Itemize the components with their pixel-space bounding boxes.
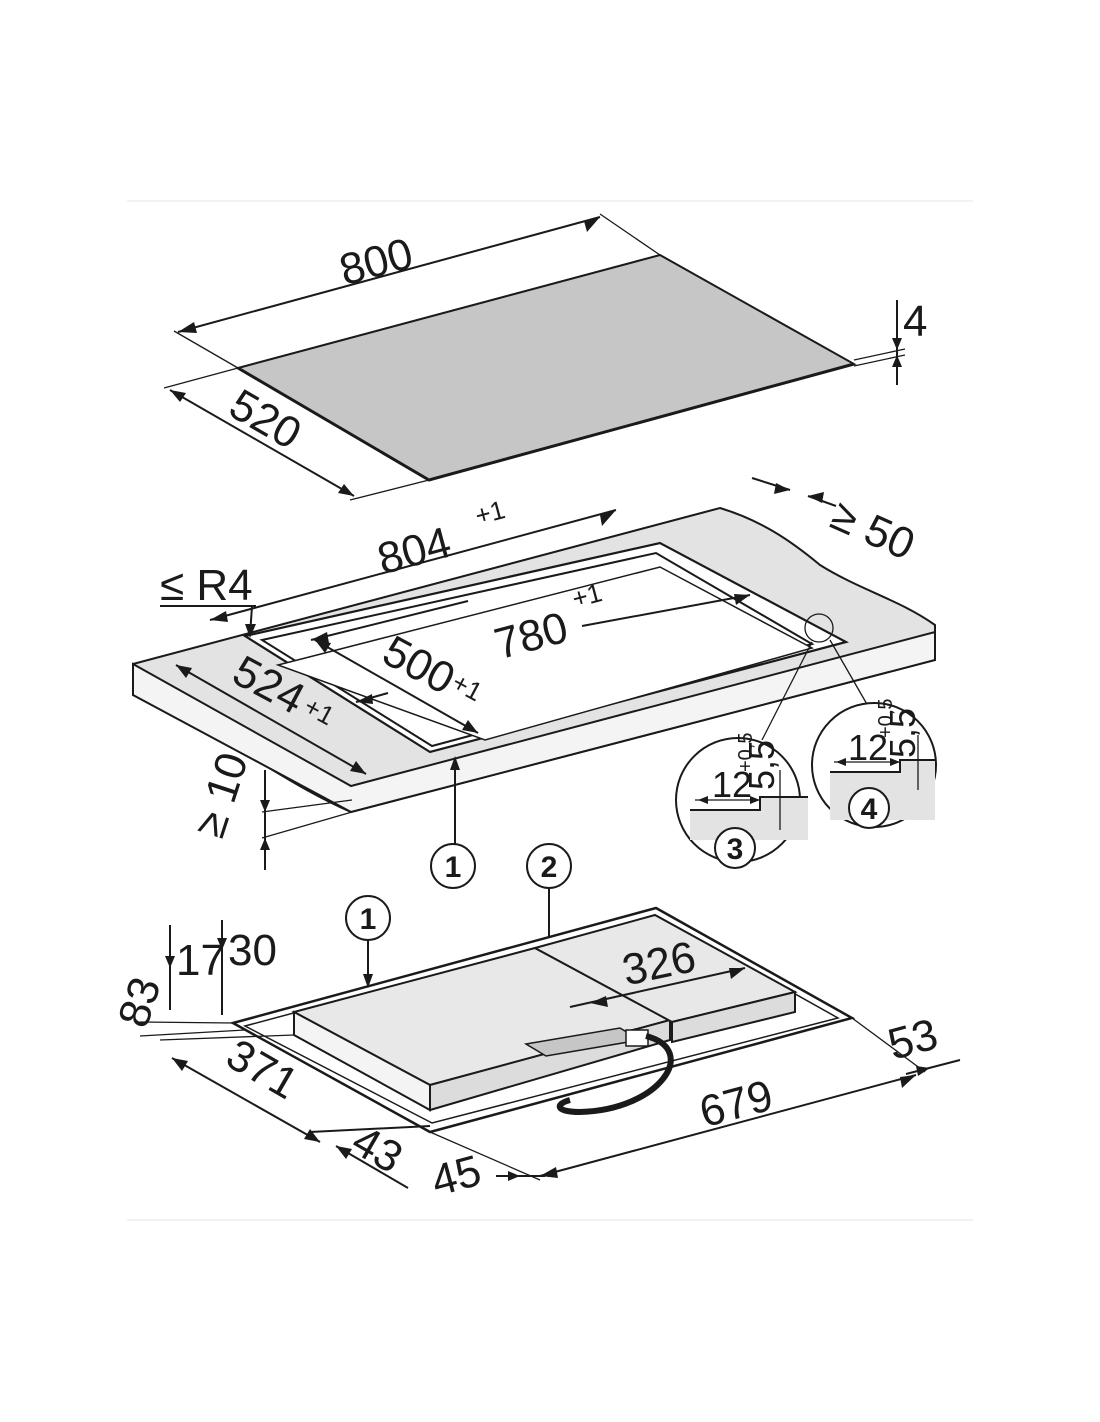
dim-50: ≥ 50: [824, 490, 922, 569]
detail-4-height: 5,5: [882, 708, 923, 758]
dim-43: 43: [344, 1116, 411, 1183]
dim-53: 53: [883, 1010, 943, 1070]
dim-804-tol: +1: [472, 494, 508, 531]
detail-4-number: 4: [861, 793, 878, 826]
callout-1b-label: 1: [360, 903, 377, 936]
callout-2-label: 2: [541, 851, 558, 884]
cutout-opening: [275, 566, 815, 741]
dim-4: 4: [903, 297, 927, 346]
dim-800: 800: [334, 229, 418, 295]
dim-r4: ≤ R4: [160, 561, 253, 610]
detail-ring: [804, 613, 834, 643]
dim-line-500: [314, 639, 479, 734]
worktop-cutout: 804 +1 780 +1 500 +1 524 +1 ≤ R4 ≥ 50: [132, 477, 936, 870]
worktop-front-edge: [132, 630, 936, 814]
detail-3: 12 5,5 +0,5 3: [675, 733, 808, 869]
detail-3-tol: +0,5: [735, 733, 757, 772]
detail-3-badge: [714, 827, 756, 869]
detail-3-height: 5,5: [741, 740, 782, 790]
dim-679: 679: [694, 1071, 778, 1137]
dim-line-780-left: [310, 600, 469, 641]
detail-4: 12 5,5 +0,5 4: [811, 699, 937, 829]
dim-10: ≥ 10: [185, 747, 258, 843]
callout-1-bottom: 1: [345, 895, 391, 988]
dim-line-780-right: [581, 594, 751, 627]
callout-1-top: 1: [430, 843, 476, 889]
dim-17: 17: [176, 936, 225, 985]
dim-line-800: [177, 216, 601, 333]
glass-ceramic-top: 800 520 4: [163, 213, 927, 501]
dim-30: 30: [228, 926, 277, 975]
dim-804: 804: [372, 518, 456, 584]
detail-4-depth: 12: [848, 727, 888, 768]
detail-4-badge: [848, 787, 890, 829]
detail-3-depth: 12: [712, 764, 752, 805]
hob-housing: 326 679 53 371 43 45 83 17: [109, 906, 961, 1206]
dim-45: 45: [426, 1146, 486, 1206]
dim-line-804: [209, 509, 617, 621]
mains-cable: [556, 1033, 674, 1116]
glass-surface: [235, 253, 857, 482]
callout-1-label: 1: [445, 851, 462, 884]
dim-line-520: [169, 389, 355, 497]
detail-3-number: 3: [727, 833, 744, 866]
detail-4-tol: +0,5: [875, 699, 897, 738]
dim-83: 83: [109, 971, 171, 1033]
dim-line-524: [175, 664, 367, 775]
